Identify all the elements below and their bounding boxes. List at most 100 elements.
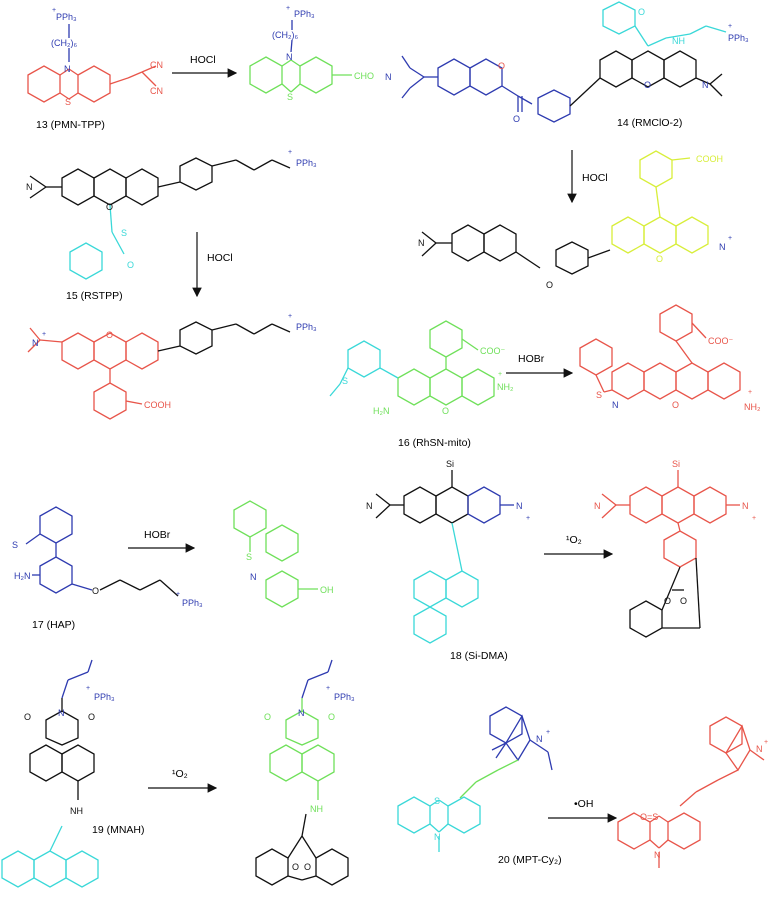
atom-s: S [434, 796, 440, 806]
atom-ch2: (CH₂)₆ [51, 38, 77, 48]
atom-plus: + [546, 729, 550, 736]
atom-n: N [58, 708, 65, 718]
label-19: 19 (MNAH) [92, 824, 145, 836]
atom-pph3: PPh₃ [94, 692, 115, 702]
atom-s: S [12, 540, 18, 550]
atom-plus: + [42, 331, 46, 338]
atom-n: N [26, 182, 33, 192]
atom-nh2: NH₂ [497, 382, 514, 392]
atom-s: S [287, 92, 293, 102]
label-16: 16 (RhSN-mito) [398, 437, 471, 449]
atom-pph3: PPh₃ [728, 33, 749, 43]
atom-o: O [304, 862, 311, 872]
atom-n: N [418, 238, 425, 248]
atom-coo: COO⁻ [480, 346, 506, 356]
atom-n: N [594, 501, 601, 511]
atom-o: O [106, 202, 113, 212]
product-13: N S (CH₂)₆ PPh₃ + CHO [249, 5, 374, 102]
atom-plus: + [764, 739, 768, 746]
atom-plus: + [176, 591, 180, 598]
atom-o: O [92, 586, 99, 596]
label-18: 18 (Si-DMA) [450, 650, 508, 662]
reagent-18: ¹O₂ [566, 534, 582, 546]
atom-o: O [664, 596, 671, 606]
atom-cn: CN [150, 86, 163, 96]
atom-so: O=S [640, 812, 658, 822]
label-20: 20 (MPT-Cy₂) [498, 854, 562, 866]
atom-n: N [654, 850, 661, 860]
atom-plus: + [286, 5, 290, 12]
atom-s: S [246, 552, 252, 562]
atom-cn: CN [150, 60, 163, 70]
atom-n: N [385, 72, 392, 82]
label-15: 15 (RSTPP) [66, 290, 123, 302]
molecule-19: N O O NH PPh₃ + [1, 659, 115, 888]
atom-plus: + [728, 235, 732, 242]
atom-cooh: COOH [144, 400, 171, 410]
molecule-14: N O O O N O NH PPh₃ + [385, 1, 749, 124]
atom-n: N [742, 501, 749, 511]
label-17: 17 (HAP) [32, 619, 75, 631]
atom-o: O [680, 596, 687, 606]
atom-plus: + [498, 371, 502, 378]
atom-ch2: (CH₂)₆ [272, 30, 298, 40]
atom-n: N [64, 64, 71, 74]
atom-cho: CHO [354, 71, 374, 81]
molecule-18: Si N N + [366, 459, 530, 644]
atom-o: O [672, 400, 679, 410]
atom-o: O [498, 61, 505, 71]
atom-n: N [536, 734, 543, 744]
atom-n: N [719, 242, 726, 252]
atom-o: O [644, 80, 651, 90]
atom-nh: NH [672, 36, 685, 46]
atom-h2n: H₂N [373, 406, 390, 416]
reagent-14: HOCl [582, 172, 608, 184]
atom-pph3: PPh₃ [294, 9, 315, 19]
atom-n: N [434, 832, 441, 842]
atom-plus: + [526, 515, 530, 522]
molecule-17: S H₂N O PPh₃ + [12, 506, 203, 608]
atom-plus: + [326, 685, 330, 692]
reagent-17: HOBr [144, 529, 171, 541]
atom-o: O [638, 7, 645, 17]
atom-n: N [298, 708, 305, 718]
product-17: S N OH [233, 500, 334, 608]
reagent-15: HOCl [207, 252, 233, 264]
label-13: 13 (PMN-TPP) [36, 119, 105, 131]
atom-si: Si [446, 459, 454, 469]
atom-pph3: PPh₃ [182, 598, 203, 608]
atom-n: N [702, 80, 709, 90]
atom-pph3: PPh₃ [296, 158, 317, 168]
atom-o: O [442, 406, 449, 416]
product-15: N + O COOH PPh₃ + [27, 313, 317, 420]
atom-plus: + [748, 389, 752, 396]
atom-n: N [366, 501, 373, 511]
atom-nh2: NH₂ [744, 402, 761, 412]
atom-plus: + [728, 23, 732, 30]
atom-pph3: PPh₃ [296, 322, 317, 332]
atom-si: Si [672, 459, 680, 469]
product-18: Si N N + O O [594, 459, 756, 638]
atom-o: O [106, 330, 113, 340]
product-16: COO⁻ NH₂ + S N O [579, 304, 761, 412]
atom-s: S [596, 390, 602, 400]
molecule-20: N + S N [397, 706, 553, 852]
reagent-20: •OH [574, 798, 593, 810]
atom-o: O [328, 712, 335, 722]
atom-h2n: H₂N [14, 571, 31, 581]
molecule-15: O N S O PPh₃ + [26, 149, 317, 280]
atom-n: N [756, 744, 763, 754]
product-20: N + O=S N [617, 716, 768, 868]
atom-pph3: PPh₃ [334, 692, 355, 702]
atom-cooh: COOH [696, 154, 723, 164]
atom-o: O [656, 254, 663, 264]
atom-o: O [513, 114, 520, 124]
atom-o: O [546, 280, 553, 290]
atom-o: O [127, 260, 134, 270]
atom-o: O [24, 712, 31, 722]
atom-s: S [342, 376, 348, 386]
atom-n: N [286, 52, 293, 62]
product-19: N O O NH O O PPh₃ + [255, 659, 355, 886]
